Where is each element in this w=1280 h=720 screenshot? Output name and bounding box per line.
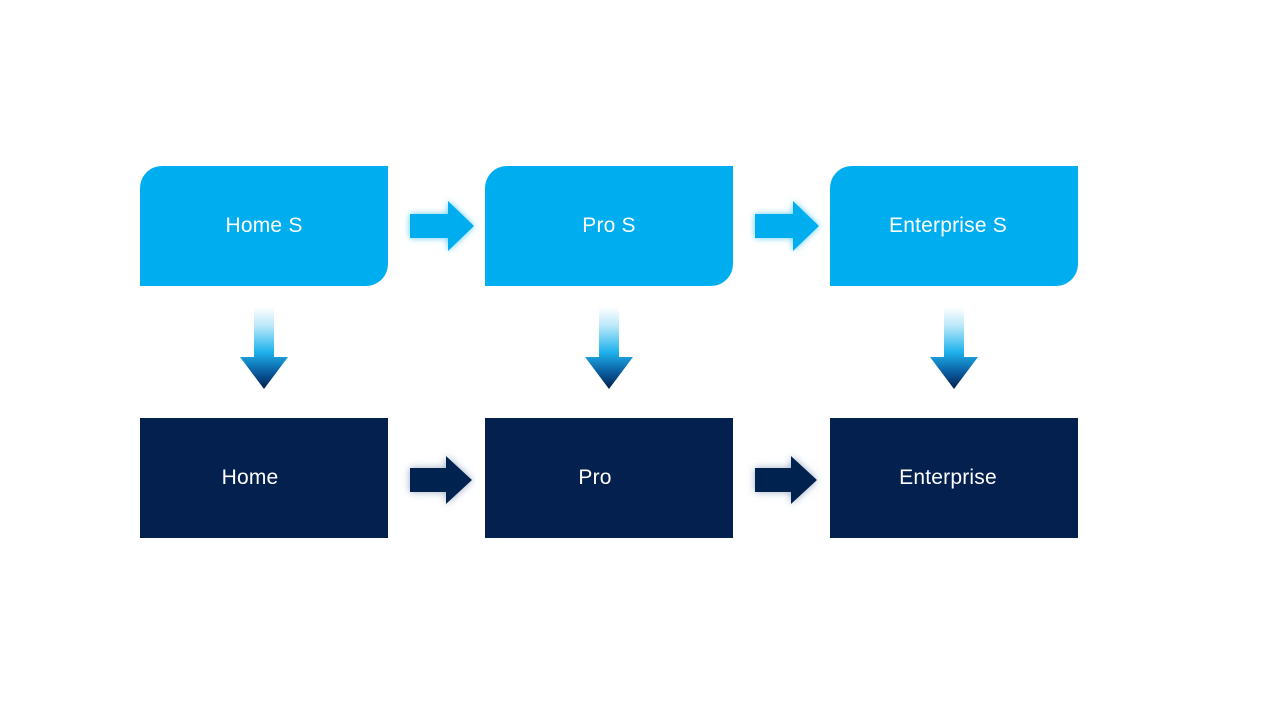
node-label: Pro S bbox=[582, 214, 636, 237]
node-enterprise-s[interactable]: Enterprise S bbox=[830, 166, 1078, 286]
connector-enterprise-s-to-enterprise bbox=[924, 305, 984, 391]
node-pro-s[interactable]: Pro S bbox=[485, 166, 733, 286]
connector-home-s-to-home bbox=[234, 305, 294, 391]
arrow-right-icon bbox=[755, 456, 817, 504]
node-label: Enterprise S bbox=[889, 214, 1007, 237]
node-home[interactable]: Home bbox=[140, 418, 388, 538]
node-label: Pro bbox=[578, 466, 612, 489]
arrow-down-icon bbox=[930, 307, 978, 389]
node-pro[interactable]: Pro bbox=[485, 418, 733, 538]
node-label: Home bbox=[221, 466, 279, 489]
arrow-right-icon bbox=[410, 456, 472, 504]
connector-home-to-pro bbox=[400, 444, 476, 512]
node-label: Enterprise bbox=[899, 466, 997, 489]
arrow-down-icon bbox=[240, 307, 288, 389]
node-home-s[interactable]: Home S bbox=[140, 166, 388, 286]
arrow-right-icon bbox=[755, 201, 819, 251]
node-label: Home S bbox=[225, 214, 303, 237]
connector-pro-s-to-pro bbox=[579, 305, 639, 391]
connector-pro-s-to-enterprise-s bbox=[749, 192, 825, 260]
connector-pro-to-enterprise bbox=[745, 444, 821, 512]
arrow-down-icon bbox=[585, 307, 633, 389]
node-enterprise[interactable]: Enterprise bbox=[830, 418, 1078, 538]
connector-home-s-to-pro-s bbox=[404, 192, 480, 260]
arrow-right-icon bbox=[410, 201, 474, 251]
